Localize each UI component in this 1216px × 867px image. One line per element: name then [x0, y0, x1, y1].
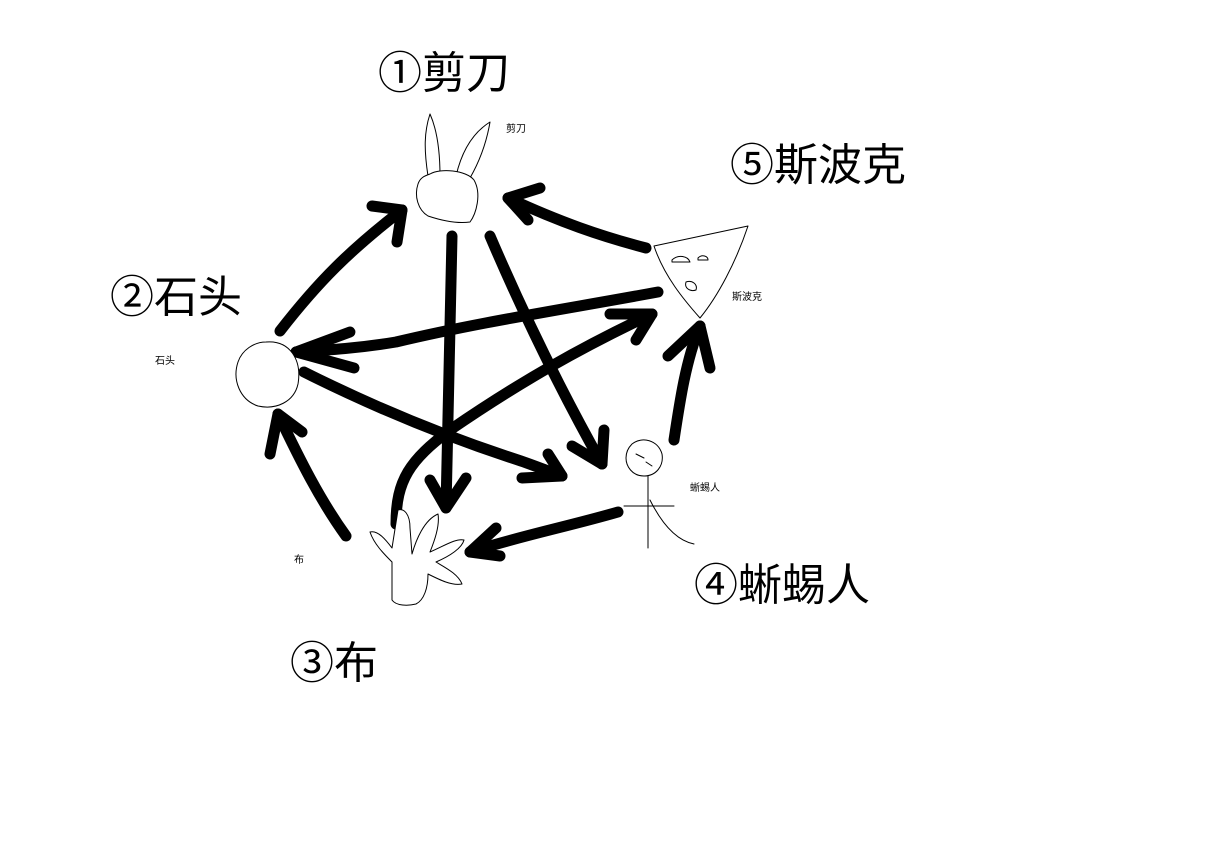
- edge-arrowhead: [264, 408, 308, 460]
- edge-paper-rock: [264, 408, 352, 542]
- edge-scissors-paper: [424, 230, 472, 514]
- edge-arrowhead: [502, 182, 546, 226]
- edge-line: [464, 506, 624, 558]
- edge-spock-scissors: [502, 182, 652, 254]
- edge-arrowhead: [516, 448, 568, 484]
- edge-line: [484, 230, 608, 470]
- edge-line: [502, 192, 652, 254]
- edge-line: [272, 408, 352, 542]
- icon-label-lizard: 蜥蜴人: [690, 481, 720, 494]
- label-spock: ⑤斯波克: [730, 140, 906, 191]
- label-lizard: ④蜥蜴人: [694, 560, 870, 611]
- label-paper: ③布: [290, 638, 378, 689]
- edge-line: [274, 204, 408, 337]
- edge-arrowhead: [424, 472, 472, 514]
- edge-arrowhead: [464, 522, 506, 562]
- edges: [264, 182, 716, 562]
- icon-label-spock: 斯波克: [732, 290, 762, 303]
- edge-line: [290, 286, 664, 358]
- edge-arrowhead: [290, 326, 360, 374]
- spock-icon: [653, 225, 749, 319]
- edge-lizard-spock: [662, 320, 716, 446]
- edge-arrowhead: [604, 308, 658, 346]
- edge-arrowhead: [366, 200, 408, 248]
- label-rock: ②石头: [110, 272, 242, 323]
- rock-icon: [235, 341, 300, 408]
- edge-line: [390, 308, 658, 530]
- edge-arrowhead: [662, 320, 716, 374]
- icon-label-scissors: 剪刀: [506, 122, 526, 135]
- lizard-icon: [623, 439, 695, 549]
- edge-scissors-lizard: [484, 230, 610, 470]
- edge-line: [298, 366, 568, 482]
- edge-arrowhead: [566, 424, 610, 470]
- icon-label-paper: 布: [294, 554, 304, 566]
- edge-paper-spock: [390, 308, 658, 530]
- edge-line: [440, 230, 458, 514]
- paper-icon: [369, 509, 465, 606]
- edge-lizard-paper: [464, 506, 624, 562]
- label-scissors: ①剪刀: [378, 48, 510, 99]
- edge-rock-lizard: [298, 366, 568, 484]
- icon-label-rock: 石头: [155, 355, 175, 367]
- edge-rock-scissors: [274, 200, 408, 337]
- edge-spock-rock: [290, 286, 664, 374]
- scissors-icon: [415, 113, 491, 223]
